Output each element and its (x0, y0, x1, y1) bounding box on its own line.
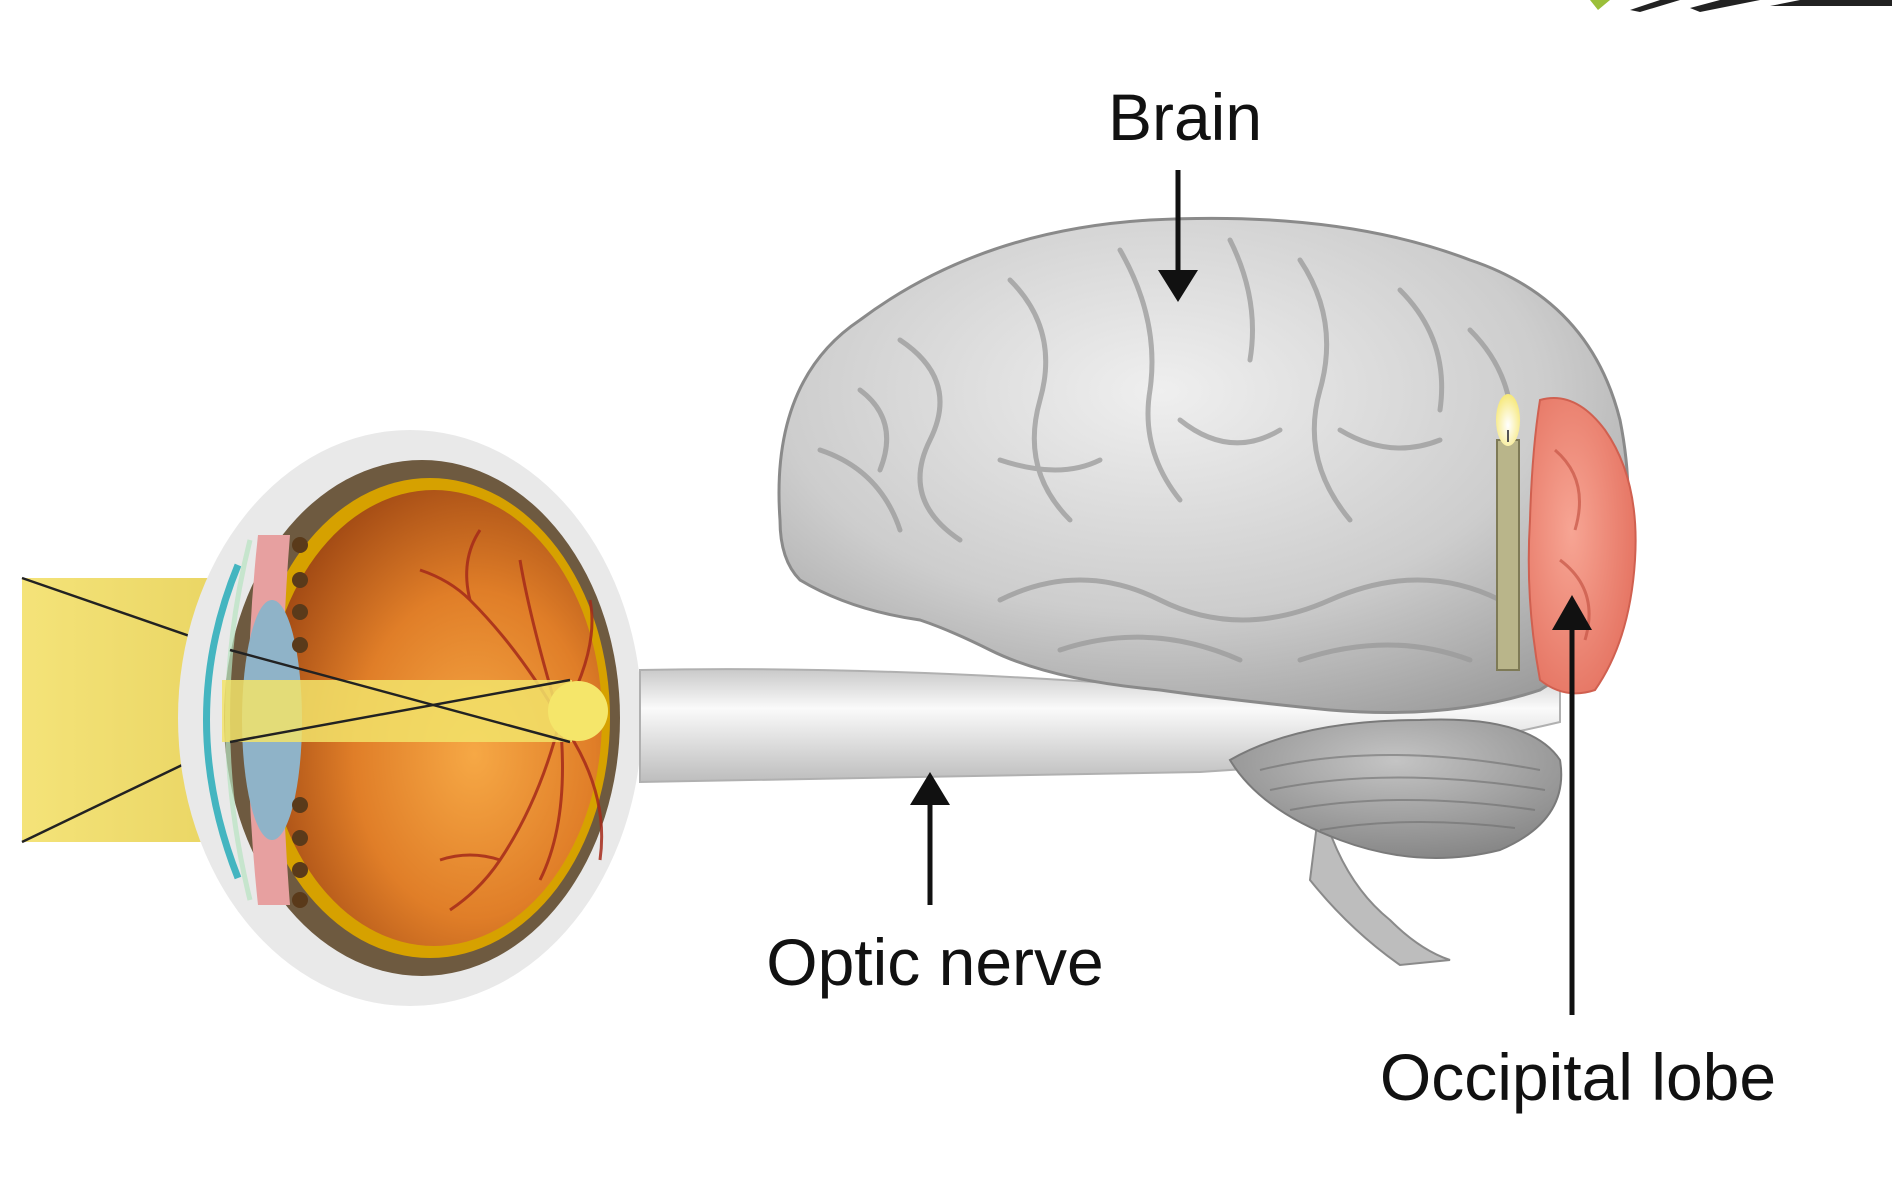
brain-arrow (1158, 170, 1198, 302)
eyeball (178, 430, 642, 1006)
brain-gyri (817, 237, 1515, 663)
occipital-lobe-label: Occipital lobe (1380, 1040, 1776, 1114)
logo-fragment (1590, 0, 1892, 12)
optic-nerve-arrow (910, 772, 950, 905)
brain-label: Brain (1108, 80, 1262, 154)
occipital-lobe (1527, 397, 1637, 695)
optic-nerve-label: Optic nerve (766, 925, 1103, 999)
retina-layer (292, 537, 308, 908)
occipital-lobe-arrow (1552, 595, 1592, 1015)
candle-icon (1496, 394, 1520, 671)
